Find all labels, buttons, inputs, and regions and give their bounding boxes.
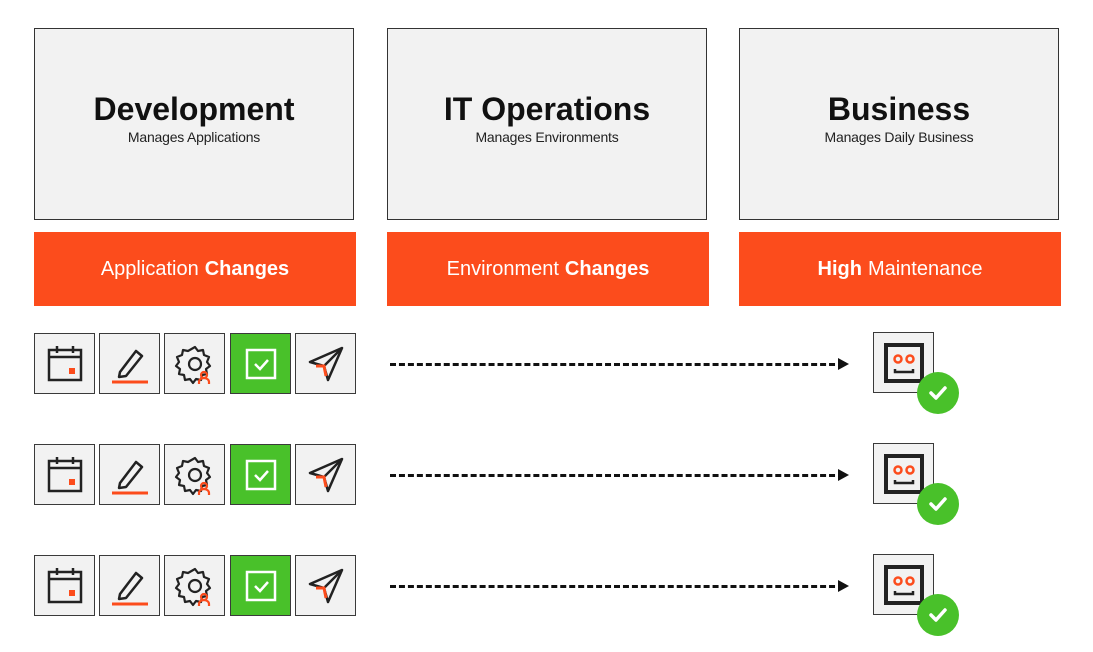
arrow-head-icon bbox=[838, 469, 849, 481]
banner-high-maintenance: High Maintenance bbox=[739, 232, 1061, 306]
pipeline-step-tile bbox=[164, 333, 225, 394]
arrow-head-icon bbox=[838, 580, 849, 592]
column-subtitle: Manages Daily Business bbox=[824, 129, 974, 145]
banner-text-bold: Changes bbox=[564, 257, 650, 280]
column-box-business: Business Manages Daily Business bbox=[739, 28, 1059, 220]
checkbox-icon bbox=[241, 344, 281, 384]
robot-face-icon bbox=[881, 340, 927, 386]
banner-text: Application bbox=[100, 257, 199, 280]
banner-text: Environment bbox=[446, 257, 559, 280]
checkbox-icon bbox=[241, 566, 281, 606]
banner-text-bold: Changes bbox=[204, 257, 290, 280]
gear-user-icon bbox=[173, 342, 217, 386]
check-circle-icon bbox=[917, 594, 959, 636]
pipeline-step-tile bbox=[230, 333, 291, 394]
pencil-icon bbox=[108, 564, 152, 608]
column-subtitle: Manages Applications bbox=[127, 129, 261, 145]
pipeline-step-tile bbox=[230, 444, 291, 505]
column-title: Business bbox=[827, 91, 971, 127]
calendar-icon bbox=[43, 564, 87, 608]
dashed-arrow-line bbox=[390, 474, 844, 477]
column-title: Development bbox=[93, 91, 295, 127]
check-circle-icon bbox=[917, 372, 959, 414]
pipeline-step-tile bbox=[164, 555, 225, 616]
robot-face-icon bbox=[881, 451, 927, 497]
dashed-arrow-line bbox=[390, 585, 844, 588]
send-icon bbox=[304, 342, 348, 386]
checkbox-icon bbox=[241, 455, 281, 495]
arrow-head-icon bbox=[838, 358, 849, 370]
pipeline-step-tile bbox=[164, 444, 225, 505]
banner-text: Maintenance bbox=[867, 257, 983, 280]
send-icon bbox=[304, 564, 348, 608]
gear-user-icon bbox=[173, 564, 217, 608]
pipeline-step-tile bbox=[34, 333, 95, 394]
robot-face-icon bbox=[881, 562, 927, 608]
column-box-it-operations: IT Operations Manages Environments bbox=[387, 28, 707, 220]
pipeline-step-tile bbox=[295, 555, 356, 616]
pipeline-step-tile bbox=[99, 444, 160, 505]
calendar-icon bbox=[43, 342, 87, 386]
pipeline-step-tile bbox=[230, 555, 291, 616]
pipeline-step-tile bbox=[34, 444, 95, 505]
pipeline-step-tile bbox=[34, 555, 95, 616]
column-title: IT Operations bbox=[443, 91, 651, 127]
gear-user-icon bbox=[173, 453, 217, 497]
banner-text-bold: High bbox=[817, 257, 862, 280]
pipeline-step-tile bbox=[99, 555, 160, 616]
dashed-arrow-line bbox=[390, 363, 844, 366]
banner-environment-changes: Environment Changes bbox=[387, 232, 709, 306]
pencil-icon bbox=[108, 342, 152, 386]
column-box-development: Development Manages Applications bbox=[34, 28, 354, 220]
banner-application-changes: Application Changes bbox=[34, 232, 356, 306]
pipeline-step-tile bbox=[295, 444, 356, 505]
pencil-icon bbox=[108, 453, 152, 497]
calendar-icon bbox=[43, 453, 87, 497]
check-circle-icon bbox=[917, 483, 959, 525]
pipeline-step-tile bbox=[295, 333, 356, 394]
pipeline-step-tile bbox=[99, 333, 160, 394]
column-subtitle: Manages Environments bbox=[475, 129, 619, 145]
result-tile bbox=[873, 554, 934, 615]
send-icon bbox=[304, 453, 348, 497]
